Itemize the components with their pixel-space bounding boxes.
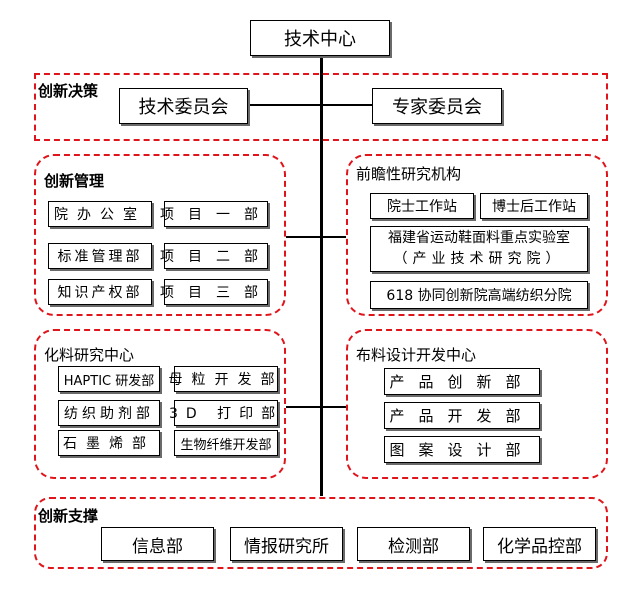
group-research [346, 154, 608, 316]
chem-connector [286, 406, 321, 408]
node-618: 618 协同创新院高端纺织分院 [370, 281, 588, 309]
node-graphene: 石墨烯部 [58, 430, 160, 456]
node-project-3: 项目三部 [160, 279, 268, 305]
node-testing: 检测部 [357, 527, 470, 561]
node-3d-print: 3D 打印部 [169, 400, 278, 426]
decision-title: 创新决策 [38, 82, 99, 100]
node-auxiliary: 纺织助剂部 [58, 400, 160, 426]
research-connector [321, 236, 346, 238]
node-haptic: HAPTIC 研发部 [58, 366, 160, 392]
node-masterbatch: 母粒开发部 [169, 366, 278, 392]
node-standards: 标准管理部 [48, 243, 152, 269]
node-intel-label: 情报研究所 [244, 536, 329, 557]
fabric-connector [321, 406, 346, 408]
node-academician: 院士工作站 [370, 193, 474, 219]
node-biofiber-label: 生物纤维开发部 [180, 437, 272, 453]
management-title: 创新管理 [44, 172, 105, 190]
node-project-1-label: 项目一部 [160, 207, 272, 223]
node-pattern-label: 图案设计部 [389, 441, 535, 459]
management-connector [286, 236, 321, 238]
node-postdoc: 博士后工作站 [480, 193, 588, 219]
group-decision [34, 73, 608, 141]
node-biofiber: 生物纤维开发部 [174, 430, 278, 456]
node-tech-committee: 技术委员会 [119, 88, 248, 124]
node-ip: 知识产权部 [48, 279, 152, 305]
group-support [34, 497, 608, 569]
node-info-label: 信息部 [132, 536, 183, 557]
node-expert-committee-label: 专家委员会 [392, 97, 482, 118]
node-testing-label: 检测部 [388, 536, 439, 557]
node-tech-committee-label: 技术委员会 [138, 97, 229, 118]
node-key-lab-sublabel: （产业技术研究院） [393, 251, 565, 267]
chem-title: 化料研究中心 [44, 346, 135, 364]
group-fabric [346, 329, 608, 479]
node-innovation: 产品创新部 [384, 368, 540, 395]
node-project-3-label: 项目三部 [160, 285, 272, 301]
node-ip-label: 知识产权部 [57, 285, 143, 301]
node-auxiliary-label: 纺织助剂部 [64, 406, 154, 422]
root-node: 技术中心 [250, 20, 390, 56]
node-pattern: 图案设计部 [384, 436, 540, 463]
node-graphene-label: 石墨烯部 [63, 436, 155, 452]
node-intel: 情报研究所 [230, 527, 343, 561]
node-office: 院办公室 [48, 201, 152, 227]
node-info: 信息部 [101, 527, 214, 561]
node-key-lab-label: 福建省运动鞋面料重点实验室 [388, 230, 570, 246]
group-management [34, 154, 286, 316]
node-office-label: 院办公室 [54, 207, 146, 223]
group-chem [34, 329, 286, 479]
node-chem-qc-label: 化学品控部 [497, 536, 582, 557]
node-masterbatch-label: 母粒开发部 [168, 372, 284, 388]
decision-connector [247, 104, 373, 106]
research-title: 前瞻性研究机构 [356, 165, 462, 183]
node-project-1: 项目一部 [160, 201, 268, 227]
node-project-2-label: 项目二部 [160, 249, 272, 265]
node-standards-label: 标准管理部 [57, 249, 143, 265]
node-innovation-label: 产品创新部 [389, 373, 535, 391]
node-development: 产品开发部 [384, 402, 540, 429]
root-label: 技术中心 [284, 29, 356, 50]
node-development-label: 产品开发部 [389, 407, 535, 425]
node-618-label: 618 协同创新院高端纺织分院 [386, 288, 572, 304]
node-project-2: 项目二部 [160, 243, 268, 269]
node-key-lab: 福建省运动鞋面料重点实验室 （产业技术研究院） [370, 226, 588, 272]
node-3d-print-label: 3D 打印部 [168, 406, 284, 422]
fabric-title: 布料设计开发中心 [356, 346, 477, 364]
node-chem-qc: 化学品控部 [483, 527, 596, 561]
node-academician-label: 院士工作站 [387, 199, 457, 215]
trunk-line [320, 56, 323, 496]
support-title: 创新支撑 [38, 507, 99, 525]
node-postdoc-label: 博士后工作站 [492, 199, 576, 215]
node-expert-committee: 专家委员会 [372, 88, 502, 124]
node-haptic-label: HAPTIC 研发部 [63, 373, 155, 389]
